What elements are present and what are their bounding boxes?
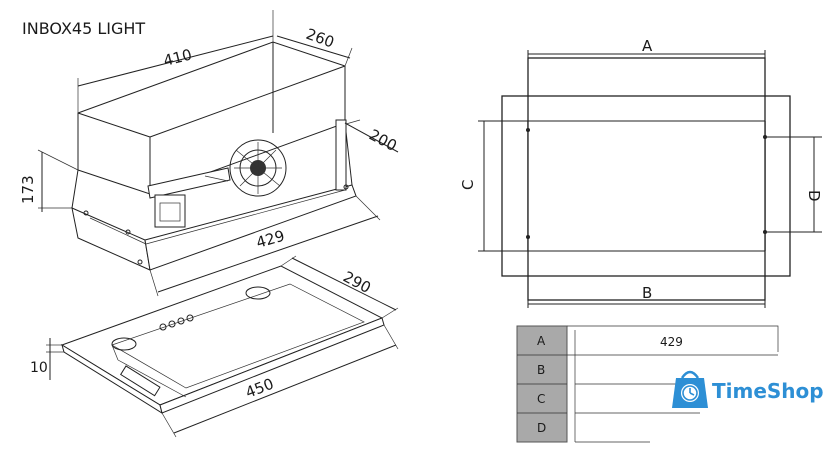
light-icon <box>111 337 137 351</box>
mounting-hole <box>343 184 349 190</box>
motor-fan-icon <box>229 139 287 197</box>
hood-right-post <box>335 119 347 191</box>
dimension-173: 173 <box>19 149 79 212</box>
cutout-schematic: A B C D <box>459 37 823 308</box>
schematic-pin <box>526 235 530 239</box>
dim-label-173: 173 <box>19 175 37 204</box>
dim-label-290: 290 <box>340 268 374 297</box>
dimensions-table: A B C D 429 <box>516 325 779 443</box>
mounting-hole <box>83 210 89 216</box>
label-a: A <box>642 37 653 55</box>
dimension-200: 200 <box>344 119 400 155</box>
dimension-10: 10 <box>30 338 64 380</box>
control-button-icon <box>159 323 167 331</box>
schematic-cutout <box>527 120 766 252</box>
table-value-a: 429 <box>660 335 683 349</box>
dim-label-410: 410 <box>162 45 194 69</box>
panel-recess-line <box>111 344 119 361</box>
hood-body-drawing <box>71 41 357 271</box>
hood-side-left <box>71 169 79 209</box>
mounting-hole <box>137 259 143 265</box>
motor-fan-blades <box>234 142 282 194</box>
control-button-icon <box>186 314 194 322</box>
dim-label-10: 10 <box>30 360 48 376</box>
table-key-b: B <box>537 363 545 377</box>
label-b: B <box>642 284 652 302</box>
label-c: C <box>459 180 477 190</box>
label-d: D <box>805 190 823 202</box>
dim-label-260: 260 <box>304 25 337 52</box>
control-button-icon <box>168 320 176 328</box>
control-unit-box <box>154 194 186 228</box>
flange-inner-line-2 <box>145 189 346 245</box>
panel-recess-line-2 <box>117 359 187 398</box>
timeshop-watermark[interactable]: TimeShop <box>672 370 824 408</box>
hood-box-top-right <box>149 65 346 138</box>
schematic-pin <box>526 128 530 132</box>
light-icon <box>245 286 271 300</box>
table-value-row-a <box>567 325 779 352</box>
control-unit-top <box>147 167 231 199</box>
wire-line <box>204 175 229 182</box>
panel-inner-recess <box>111 283 365 389</box>
control-unit-inner <box>159 202 181 222</box>
product-title: INBOX45 LIGHT <box>22 19 145 38</box>
schematic-outer-frame <box>501 95 791 277</box>
filter-grill <box>120 365 161 397</box>
control-button-icon <box>177 317 185 325</box>
hood-panel-drawing <box>60 265 385 415</box>
mounting-hole <box>125 229 131 235</box>
hood-box-top-front <box>77 112 151 138</box>
shopping-bag-clock-icon <box>672 370 708 408</box>
brand-name: TimeShop <box>712 379 824 403</box>
table-key-d: D <box>537 421 546 435</box>
table-key-c: C <box>537 392 545 406</box>
table-key-a: A <box>537 334 546 348</box>
flange-inner-line <box>89 217 147 245</box>
